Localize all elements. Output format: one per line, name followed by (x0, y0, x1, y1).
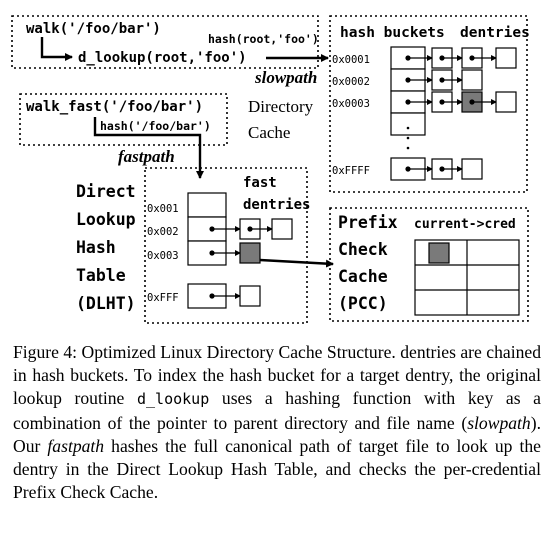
slowpath-label: slowpath (254, 68, 317, 87)
directory-cache-label-1: Directory (248, 97, 314, 116)
pcc-label-line: Cache (338, 267, 388, 286)
dlht-label-line: Direct (76, 182, 136, 201)
dlht-index: 0x002 (147, 226, 179, 238)
dentry-to-pcc-arrow (259, 258, 334, 268)
bucket-index: 0x0003 (332, 98, 370, 110)
dentry-node (495, 91, 517, 113)
fast-dentries-header-2: dentries (243, 197, 310, 213)
dcache-diagram: walk('/foo/bar') hash(root,'foo') d_look… (11, 15, 530, 324)
dlht-label-line: Table (76, 266, 126, 285)
pcc-box (329, 207, 529, 322)
fastpath-box (19, 93, 228, 146)
fast-dentry-node (239, 285, 261, 307)
bucket-index: 0x0001 (332, 54, 370, 66)
fast-dentry-node (271, 218, 293, 240)
slow-walk-call: walk('/foo/bar') (26, 21, 161, 37)
dlht-index: 0xFFF (147, 292, 179, 304)
d-lookup-call: d_lookup(root,'foo') (78, 50, 247, 66)
dentry-node (461, 69, 483, 91)
fast-dentries-header-1: fast (243, 175, 277, 191)
pcc-label-line: Check (338, 240, 388, 259)
dlht-index: 0x003 (147, 250, 179, 262)
fastpath-label: fastpath (118, 147, 175, 166)
slowpath-box (11, 15, 319, 69)
pcc-label-line: (PCC) (338, 294, 388, 313)
dlht-label-line: Lookup (76, 210, 136, 229)
dlht-label-line: (DLHT) (76, 294, 136, 313)
walkfast-arrow (93, 117, 204, 179)
bucket-index: 0xFFFF (332, 165, 370, 177)
target-fast-dentry-node (239, 242, 261, 264)
fast-walk-call: walk_fast('/foo/bar') (26, 99, 203, 115)
ellipsis-dot (406, 136, 410, 140)
dlht-label-line: Hash (76, 238, 116, 257)
slow-hash-call: hash(root,'foo') (208, 32, 319, 46)
dlht-box (144, 167, 308, 324)
hash-buckets-header: hash buckets (340, 25, 445, 41)
directory-cache-label-2: Cache (248, 123, 290, 142)
pcc-header: current->cred (414, 217, 516, 232)
ellipsis-dot (406, 146, 410, 150)
dentry-node (461, 158, 483, 180)
dlht-cell (187, 192, 227, 218)
dentry-node (495, 47, 517, 69)
walk-to-dlookup-arrow (40, 37, 73, 61)
pcc-label-line: Prefix (338, 213, 398, 232)
pcc-hit-entry (428, 242, 450, 264)
dentries-header: dentries (460, 25, 530, 41)
bucket-cell (390, 112, 426, 136)
figure-caption: Figure 4: Optimized Linux Directory Cach… (13, 342, 541, 503)
dlht-index: 0x001 (147, 203, 179, 215)
ellipsis-dot (406, 126, 410, 130)
fast-hash-call: hash('/foo/bar') (100, 119, 211, 133)
bucket-index: 0x0002 (332, 76, 370, 88)
hash-buckets-box (329, 15, 528, 193)
